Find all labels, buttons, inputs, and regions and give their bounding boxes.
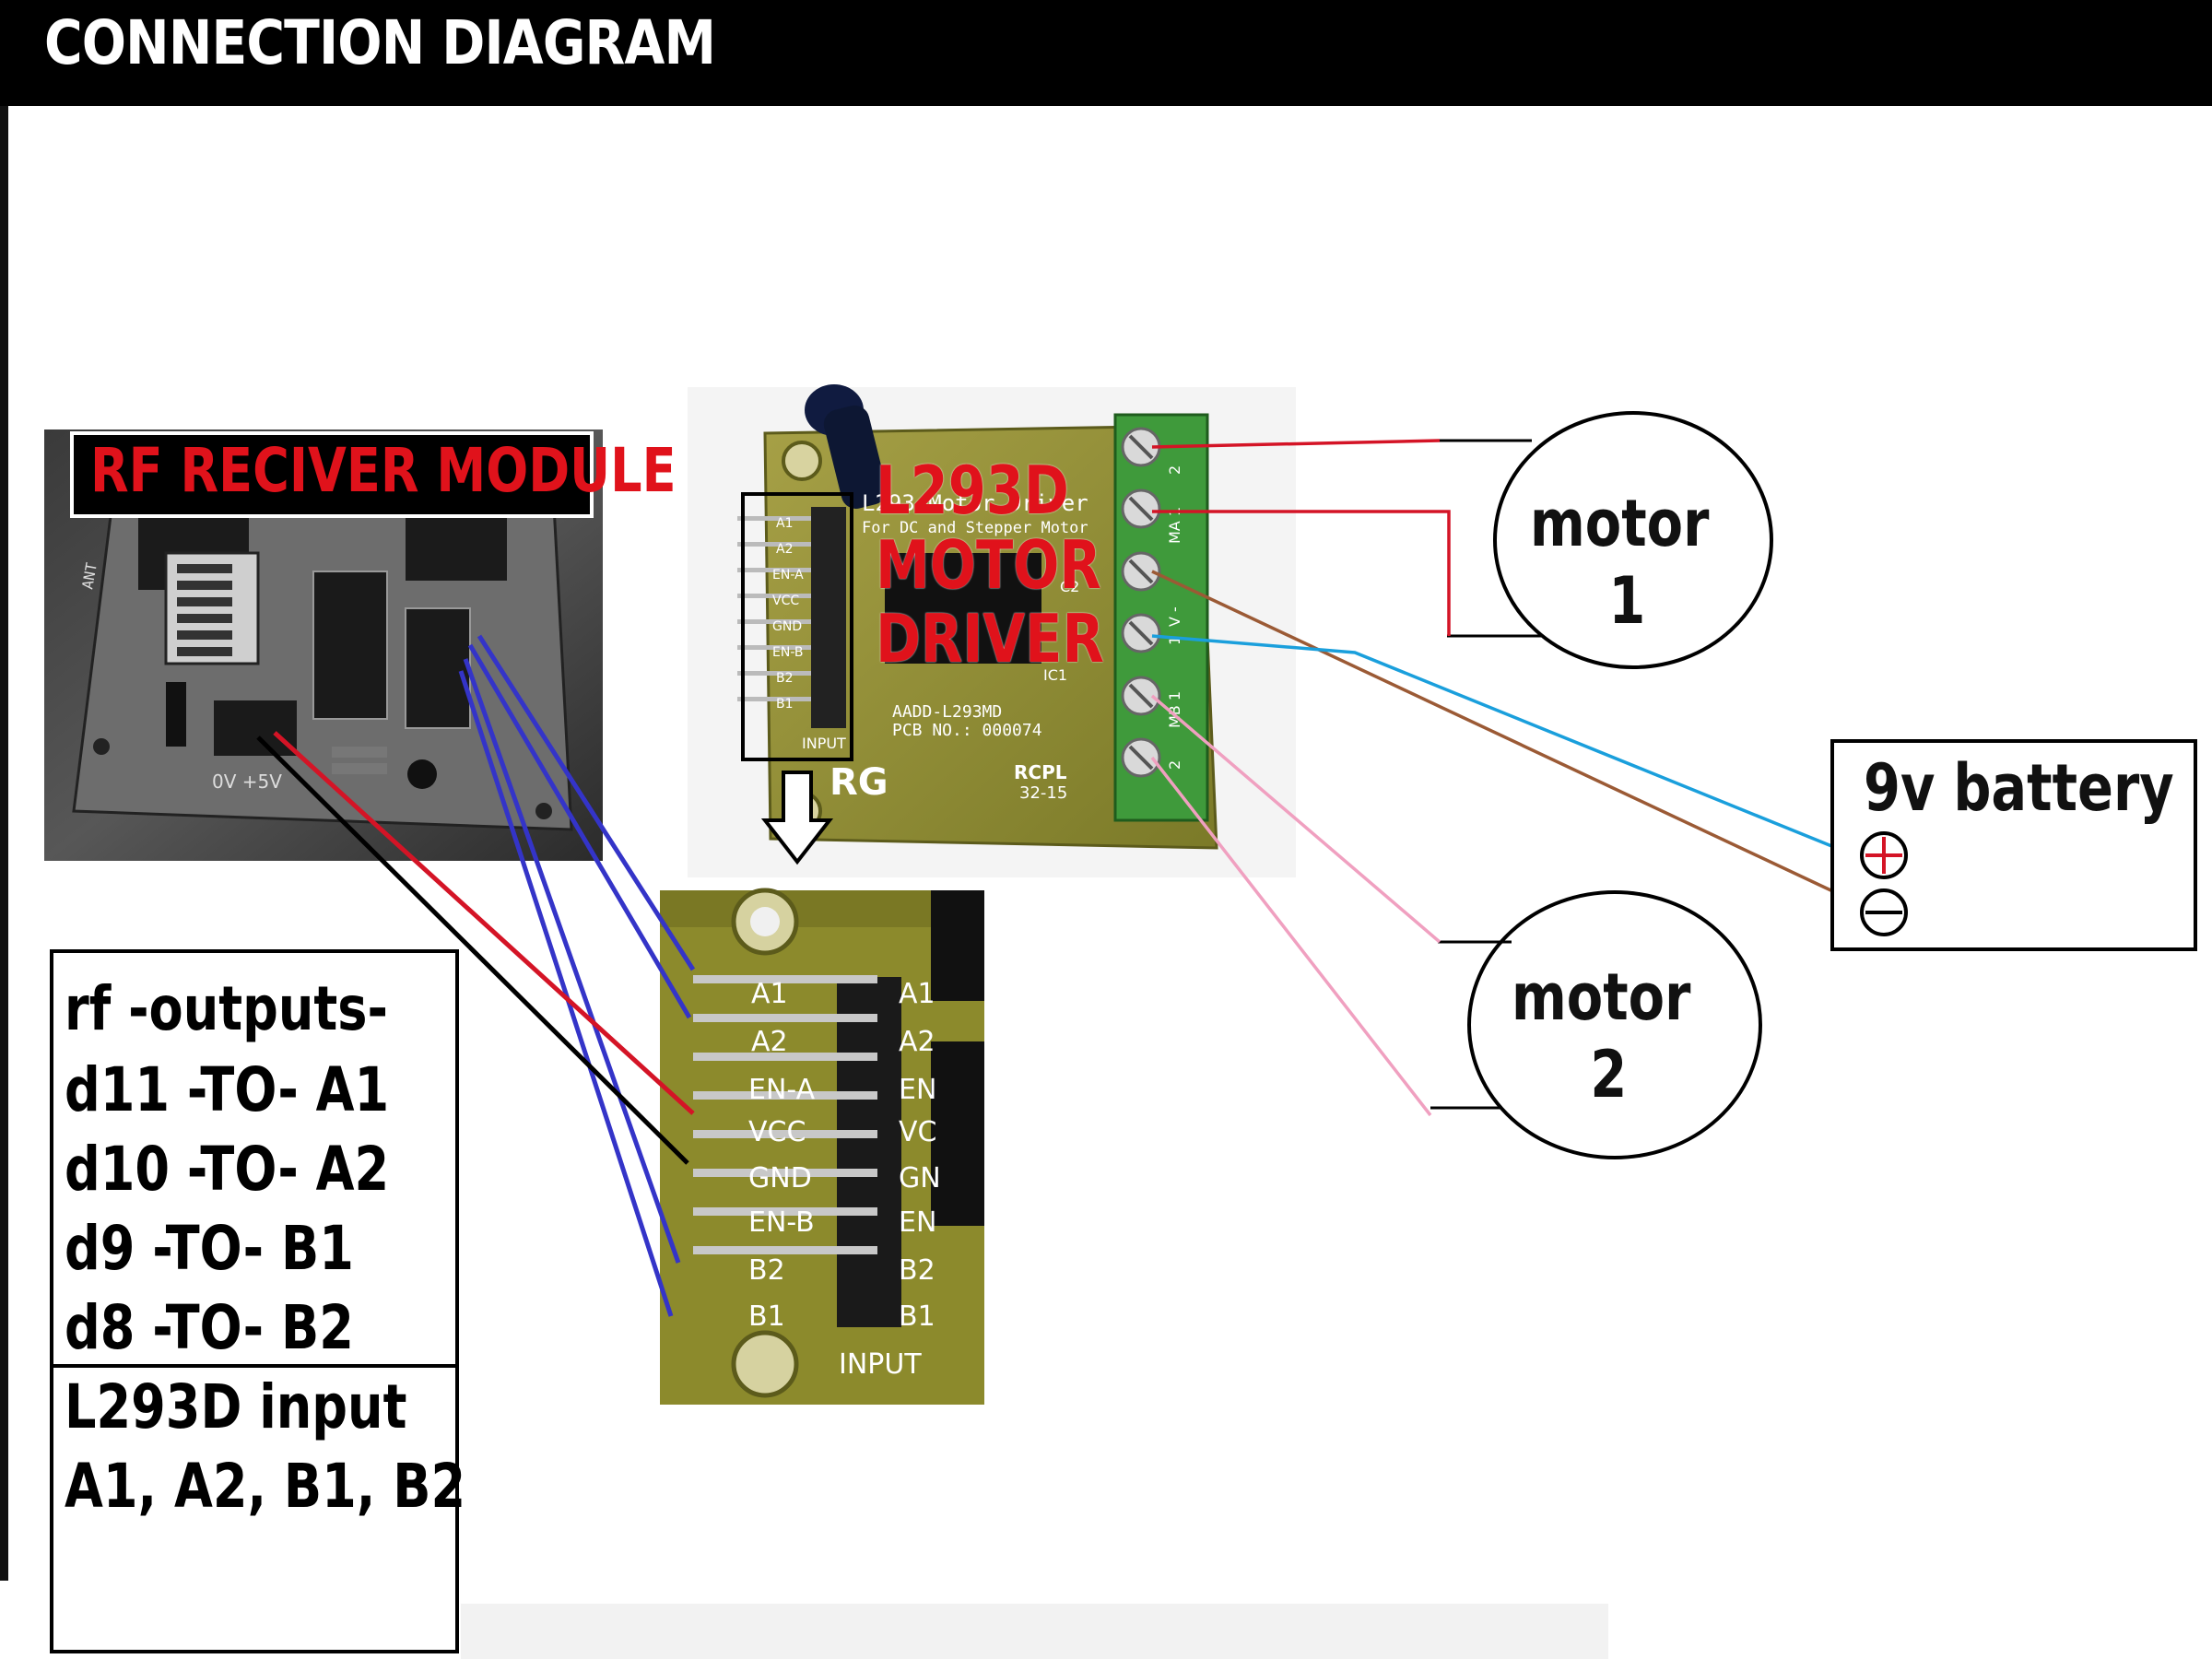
pin-gnd-small: GND xyxy=(772,619,802,634)
rf-label-frame xyxy=(70,431,594,518)
board-title-text: L293 Motor Driver xyxy=(862,490,1088,516)
motor-2-label-line-2: 2 xyxy=(1590,1037,1628,1112)
wire-mb2 xyxy=(1150,756,1432,1117)
pin-enb-label: EN-B xyxy=(748,1206,815,1239)
rcpl-code: 32-15 xyxy=(1019,783,1067,803)
pin-ena-label: EN-A xyxy=(748,1074,816,1106)
pin-a1-label: A1 xyxy=(751,978,788,1010)
left-border xyxy=(0,106,8,1581)
driver-label-line-2: MOTOR xyxy=(876,525,1101,604)
pin-b2-mirror: B2 xyxy=(899,1254,935,1287)
motor-1-label: motor 1 xyxy=(1530,485,1709,640)
note-input-pins: A1, A2, B1, B2 xyxy=(65,1451,466,1522)
pin-b1-label: B1 xyxy=(748,1300,785,1333)
pin-gnd-label: GND xyxy=(748,1162,812,1194)
rf-power-label: 0V +5V xyxy=(212,771,282,793)
header-bar xyxy=(0,0,2212,106)
terminal-label-2: MA 1 xyxy=(1166,507,1183,544)
driver-label-line-3: DRIVER xyxy=(876,600,1104,678)
wire-ma1 xyxy=(1152,510,1451,636)
wire-mb1 xyxy=(1150,694,1441,944)
zoomed-pin-header: A1 A2 EN-A VCC GND EN-B B2 B1 A1 A2 EN V… xyxy=(660,888,984,1405)
page-title: CONNECTION DIAGRAM xyxy=(44,7,716,78)
note-l293d-input: L293D input xyxy=(65,1371,407,1442)
note-rf-outputs: rf -outputs- xyxy=(65,973,388,1044)
notes-divider xyxy=(50,1364,455,1368)
pin-gnd-mirror: GN xyxy=(899,1162,941,1194)
pin-b1-small: B1 xyxy=(776,697,794,712)
wire-d9-b1 xyxy=(463,658,681,1264)
pin-header-highlight xyxy=(741,492,853,761)
terminal-label-4: 1 xyxy=(1166,636,1183,645)
motor-1-label-line-1: motor xyxy=(1530,486,1710,561)
down-arrow-icon xyxy=(760,771,834,865)
terminal-label-3: V - xyxy=(1166,606,1183,627)
pcb-no-text: PCB NO.: 000074 xyxy=(892,721,1042,740)
input-label: INPUT xyxy=(839,1348,922,1381)
ic1-label: IC1 xyxy=(1043,666,1067,684)
rf-to-driver-wires xyxy=(256,634,696,1317)
pin-ena-mirror: EN xyxy=(899,1074,936,1106)
brand-rg: RG xyxy=(830,761,888,804)
input-label-small: INPUT xyxy=(802,735,846,752)
note-d8-b2: d8 -TO- B2 xyxy=(65,1292,354,1363)
pin-vcc-mirror: VC xyxy=(899,1116,936,1148)
motor-2-label: motor 2 xyxy=(1512,959,1690,1113)
pin-ena-small: EN-A xyxy=(772,568,804,582)
wire-battery-pos xyxy=(1151,634,1855,857)
pin-a2-mirror: A2 xyxy=(899,1026,935,1058)
pin-enb-mirror: EN xyxy=(899,1206,936,1239)
wire-d11-a1 xyxy=(477,634,696,971)
bottom-band xyxy=(461,1604,1608,1659)
wire-ma2 xyxy=(1151,439,1441,449)
motor-power-wires xyxy=(1150,439,1855,1117)
l293d-driver-board: A1 A2 EN-A VCC GND EN-B B2 B1 INPUT L293… xyxy=(688,384,1296,877)
rf-module-label: RF RECIVER MODULE xyxy=(90,435,677,506)
part-no-text: AADD-L293MD xyxy=(892,702,1002,722)
wire-battery-neg xyxy=(1151,570,1855,903)
note-d9-b1: d9 -TO- B1 xyxy=(65,1213,354,1284)
battery-label: 9v battery xyxy=(1864,750,2174,826)
terminal-label-1: 2 xyxy=(1166,465,1183,475)
note-d11-a1: d11 -TO- A1 xyxy=(65,1054,390,1125)
pin-b2-label: B2 xyxy=(748,1254,785,1287)
pin-vcc-label: VCC xyxy=(748,1116,806,1148)
pin-vcc-small: VCC xyxy=(772,594,799,608)
pin-b1-mirror: B1 xyxy=(899,1300,935,1333)
note-d10-a2: d10 -TO- A2 xyxy=(65,1134,390,1205)
board-subtitle-text: For DC and Stepper Motor xyxy=(862,519,1088,537)
rf-silk-ant: ANT xyxy=(78,561,100,591)
pin-a1-mirror: A1 xyxy=(899,978,935,1010)
motor-1 xyxy=(1493,411,1773,669)
wire-gnd xyxy=(256,735,689,1165)
battery-plus-icon xyxy=(1860,831,1908,879)
driver-label: L293D MOTOR DRIVER xyxy=(876,453,1104,677)
pin-enb-small: EN-B xyxy=(772,645,803,660)
motor-2 xyxy=(1467,890,1762,1159)
connection-notes-box xyxy=(50,949,459,1653)
wire-vcc xyxy=(273,731,695,1115)
battery-minus-icon xyxy=(1860,888,1908,936)
pin-a2-small: A2 xyxy=(776,542,793,557)
c2-label: C2 xyxy=(1060,578,1079,595)
motor-2-label-line-1: motor xyxy=(1512,959,1691,1035)
rcpl-label: RCPL xyxy=(1014,761,1067,783)
pin-b2-small: B2 xyxy=(776,671,794,686)
driver-label-line-1: L293D xyxy=(876,452,1069,529)
wire-d8-b2 xyxy=(458,670,674,1317)
pin-a2-label: A2 xyxy=(751,1026,788,1058)
pin-a1-small: A1 xyxy=(776,516,793,531)
motor-1-label-line-2: 1 xyxy=(1608,563,1646,639)
terminal-label-6: 2 xyxy=(1166,760,1183,770)
wire-d10-a2 xyxy=(467,643,692,1019)
